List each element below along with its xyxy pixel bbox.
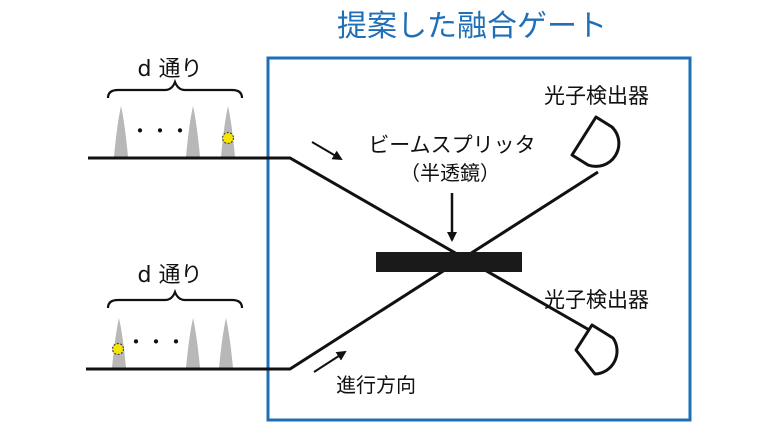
- modes-label-top: d 通り: [138, 57, 203, 82]
- pulse-top-2: [186, 106, 200, 157]
- detector-label-top: 光子検出器: [544, 84, 649, 108]
- ellipsis-top: ・・・: [130, 119, 190, 143]
- pulse-top-3: [221, 106, 235, 157]
- direction-arrow-top: [311, 141, 343, 161]
- detector-label-bottom: 光子検出器: [544, 288, 649, 312]
- gate-frame: [266, 56, 692, 422]
- brace-top: [106, 78, 244, 99]
- modes-label-bottom: d 通り: [138, 263, 203, 288]
- detector-bottom: [574, 323, 619, 376]
- beam-splitter: [376, 252, 522, 272]
- waveguide-bottom: [86, 170, 599, 371]
- direction-label: 進行方向: [336, 373, 416, 397]
- detector-top: [570, 115, 621, 168]
- brace-bottom: [106, 288, 244, 309]
- direction-arrow-bottom: [313, 350, 347, 373]
- waveguide-top: [88, 156, 599, 337]
- ellipsis-bottom: ・・・: [126, 330, 186, 354]
- diagram-title: 提案した融合ゲート: [337, 9, 607, 44]
- photon-top: [221, 131, 235, 145]
- pulse-bottom-3: [219, 318, 233, 368]
- photon-bottom: [111, 342, 125, 356]
- pulse-top-1: [114, 106, 128, 157]
- beam-splitter-label: ビームスプリッタ: [368, 133, 535, 157]
- beam-splitter-sublabel: （半透鏡）: [400, 161, 500, 185]
- pulse-bottom-2: [186, 318, 200, 368]
